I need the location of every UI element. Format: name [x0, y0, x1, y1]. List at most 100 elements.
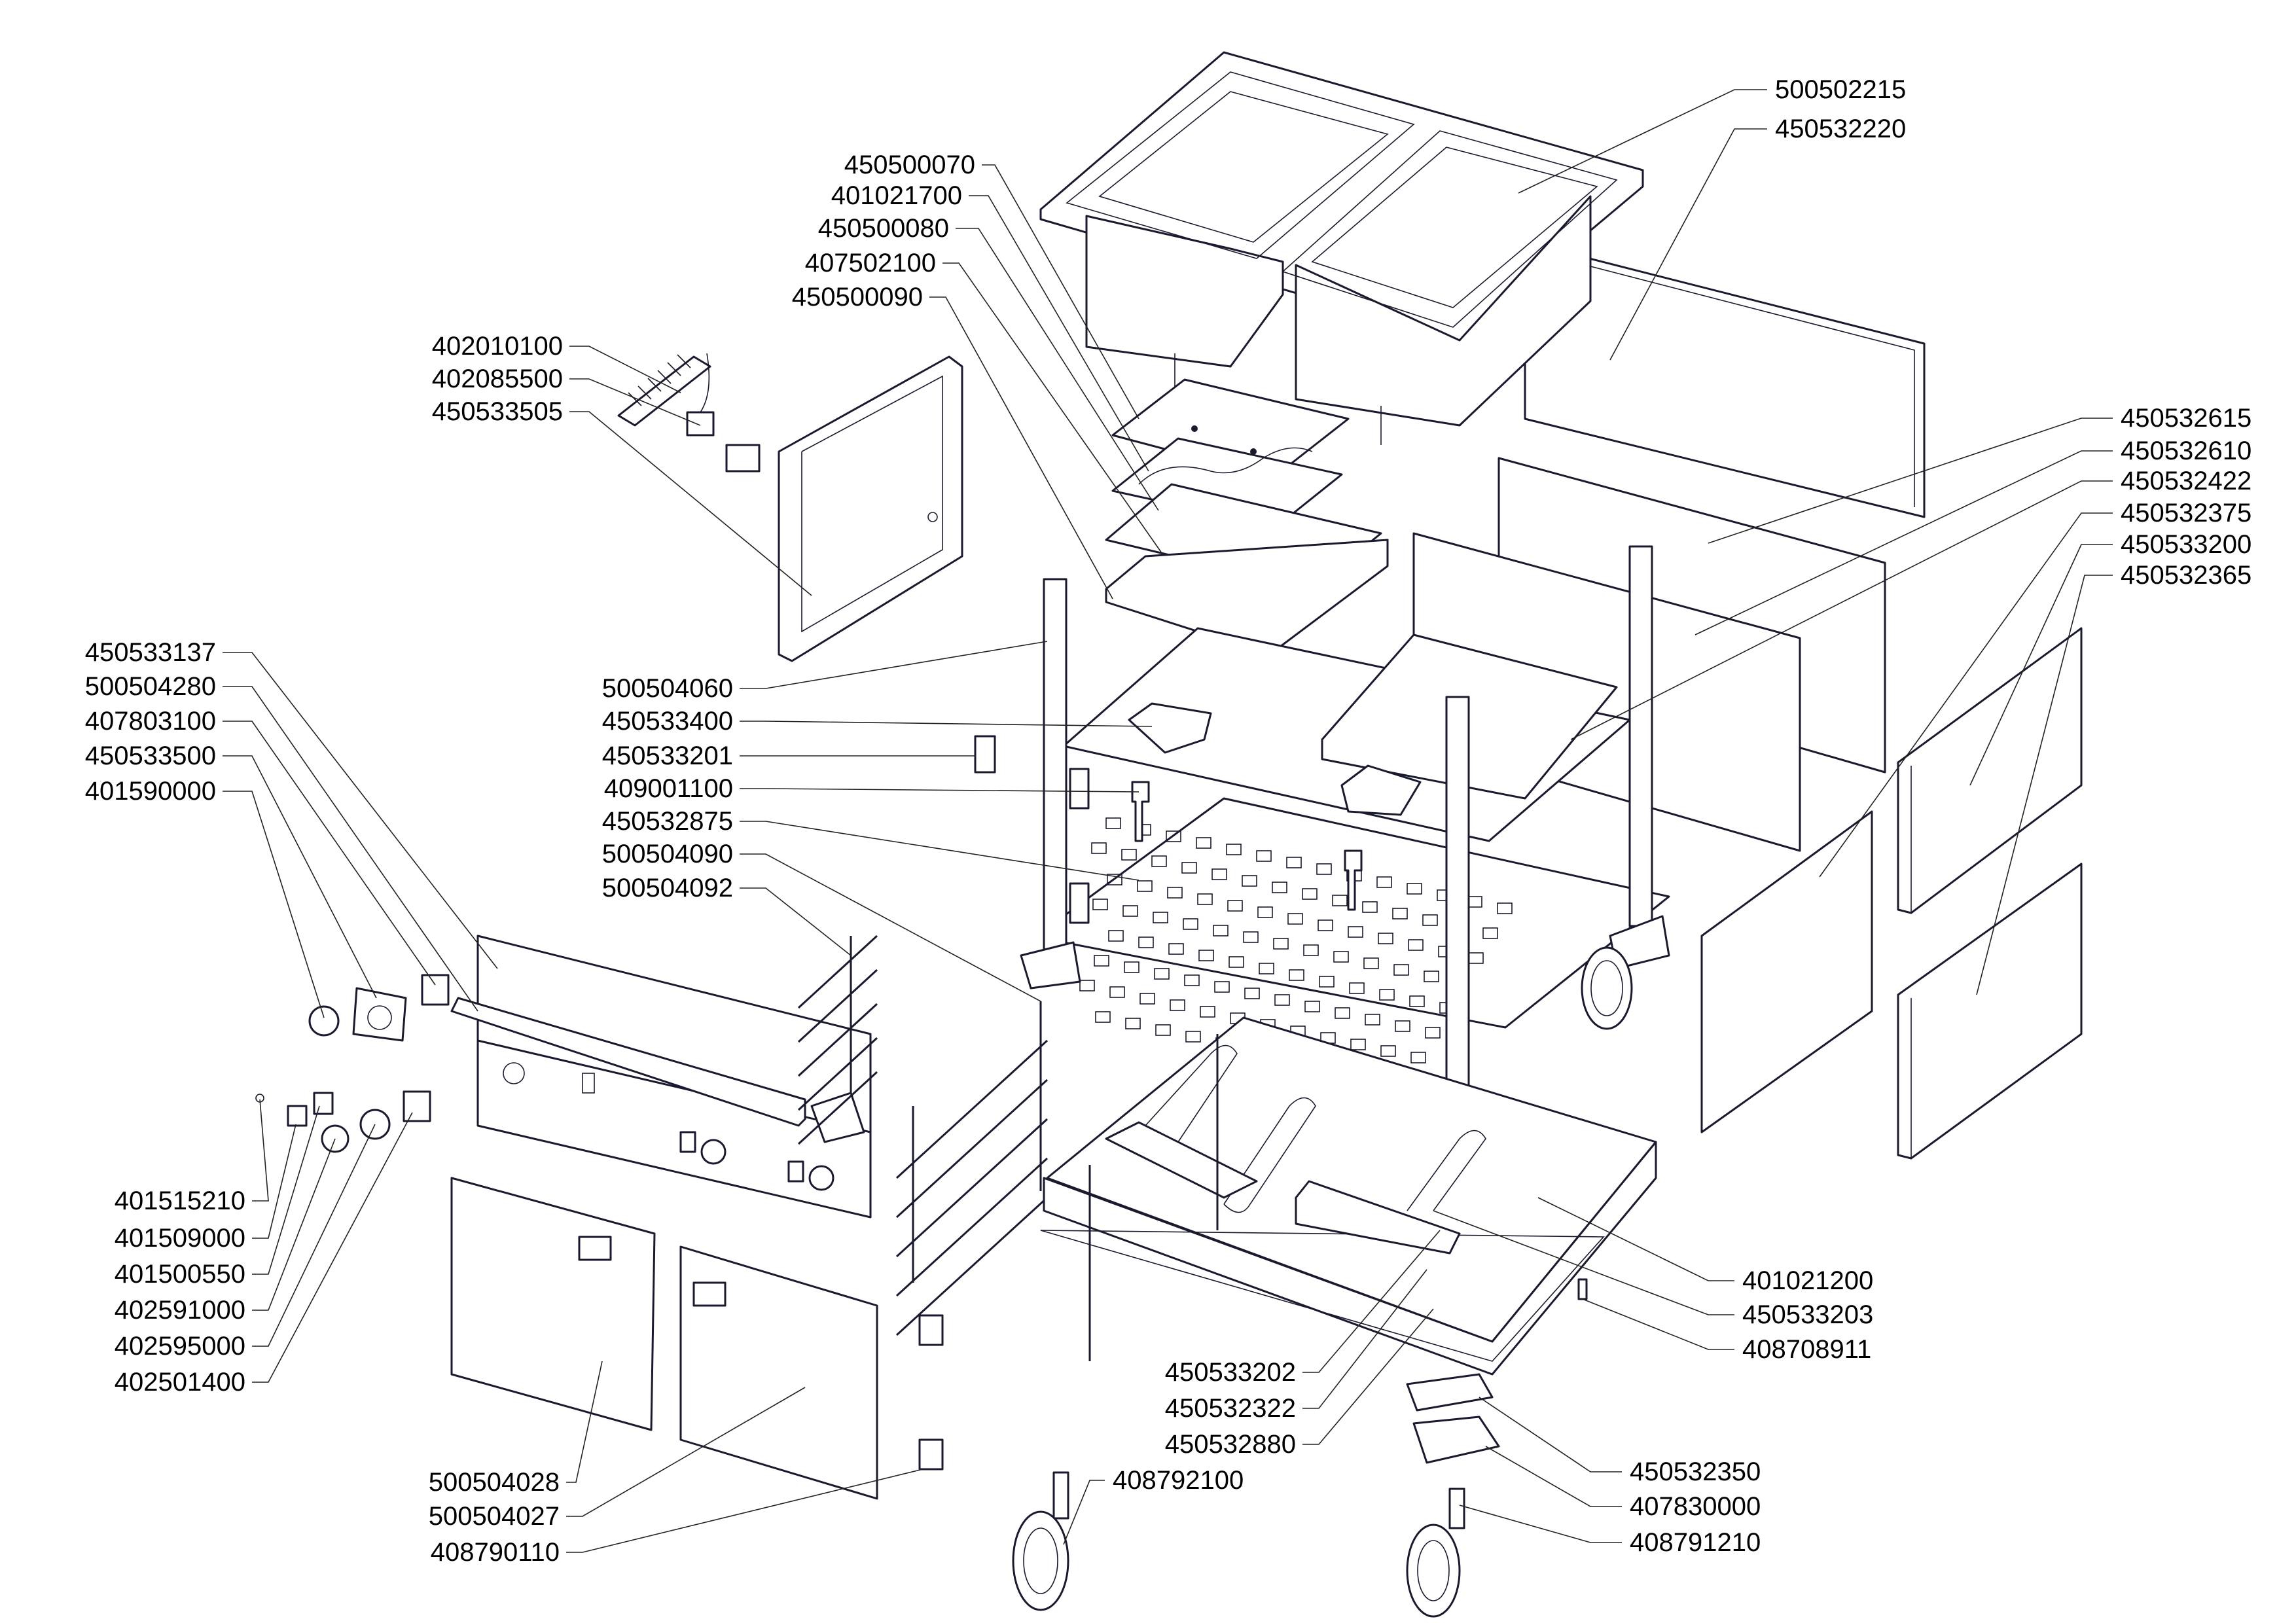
part-number-label: 450500070	[844, 151, 975, 179]
part-number-label: 450532610	[2121, 437, 2251, 465]
leader-line	[1302, 1230, 1441, 1373]
perforation	[1167, 887, 1183, 899]
perforation	[1155, 1024, 1171, 1036]
leader-line	[566, 1387, 806, 1517]
leader-line	[252, 1138, 336, 1311]
callout-right-lower-inner-panel: 450532375	[1819, 499, 2251, 878]
callout-left-door: 500504028	[429, 1361, 603, 1497]
perforation	[1257, 906, 1273, 918]
perforation	[1213, 925, 1229, 936]
perforation	[1109, 986, 1125, 998]
rack-rail	[797, 935, 878, 1009]
leader-line	[1976, 575, 2113, 995]
part-number-label: 450533203	[1742, 1300, 1873, 1329]
callout-hinge-bracket: 450533201	[602, 741, 975, 770]
perforation	[1184, 974, 1200, 986]
part-number-label: 450532422	[2121, 467, 2251, 495]
part-number-label: 409001100	[604, 774, 733, 803]
perforation	[1349, 982, 1365, 994]
perforation	[1095, 1011, 1111, 1023]
perforation	[1365, 1014, 1380, 1026]
perforation	[1125, 1018, 1141, 1029]
stud-bolt	[1577, 1278, 1588, 1300]
callout-element-bracket-right: 450533203	[1433, 1210, 1873, 1329]
callout-left-tray-rack: 500504092	[602, 874, 852, 956]
callout-cable-gland: 402085500	[432, 365, 701, 426]
part-number-label: 450533202	[1165, 1358, 1296, 1387]
perforation	[1482, 927, 1498, 939]
leader-line	[1570, 480, 2113, 740]
perforation	[1094, 955, 1109, 967]
perforation	[1181, 862, 1197, 874]
perforation	[1363, 957, 1379, 969]
callout-thermostat-bracket: 450533500	[85, 741, 377, 999]
part-number-label: 450532875	[602, 807, 733, 836]
leader-line	[969, 195, 1149, 472]
swivel-castor	[1406, 1488, 1465, 1618]
leader-line	[1302, 1308, 1434, 1445]
leader-line	[566, 1469, 924, 1553]
perforation	[1274, 994, 1290, 1006]
callout-lamp-bezel: 401509000	[115, 1124, 296, 1253]
part-number-label: 450532375	[2121, 499, 2251, 527]
perforation	[1272, 882, 1287, 893]
part-number-label: 401590000	[85, 777, 216, 806]
callout-right-door: 500504027	[429, 1387, 806, 1531]
perforation	[1497, 902, 1513, 914]
perforation	[1226, 844, 1242, 855]
perforation	[1286, 857, 1302, 868]
perforation	[1407, 883, 1422, 895]
callout-back-panel-top: 450532220	[1609, 115, 1906, 361]
leader-line	[252, 1124, 296, 1239]
callout-rear-inner-panel: 450532615	[1708, 404, 2251, 544]
callout-energy-regulator: 402501400	[115, 1112, 413, 1397]
perforation	[1304, 1001, 1320, 1012]
part-number-label: 401509000	[115, 1224, 245, 1253]
callout-right-well: 500502215	[1518, 75, 1906, 194]
perforation	[1335, 1007, 1350, 1019]
callout-right-tray: 450532422	[1570, 467, 2251, 740]
part-number-label: 500504092	[602, 874, 733, 902]
leader-line	[740, 788, 1139, 793]
part-number-label: 401021700	[831, 181, 962, 210]
perforation	[1211, 868, 1227, 880]
perforation	[1273, 938, 1289, 950]
callout-well-support-bracket: 450533400	[602, 707, 1153, 736]
callout-element-bracket-left: 450533202	[1165, 1230, 1441, 1387]
leader-line	[223, 791, 325, 1018]
frame-assembly	[974, 545, 1670, 1104]
callout-knob-bezel: 402595000	[115, 1124, 376, 1361]
perforation	[1379, 989, 1395, 1001]
callout-well-bottom-plate: 450500070	[844, 151, 1139, 419]
callout-base-plate: 450532880	[1165, 1308, 1434, 1459]
part-number-label: 450532880	[1165, 1430, 1296, 1459]
perforation	[1154, 968, 1170, 980]
braked-castor	[1012, 1471, 1069, 1611]
leader-line	[740, 641, 1048, 689]
leader-line	[569, 378, 701, 426]
rack-rail	[895, 1039, 1049, 1179]
drawing-layer	[255, 51, 2083, 1618]
callout-corner-bumper: 407830000	[1485, 1446, 1761, 1521]
perforation	[1350, 1039, 1366, 1050]
part-number-label: 408708911	[1742, 1335, 1871, 1364]
perforation	[1287, 913, 1303, 925]
leader-line	[1537, 1197, 1734, 1281]
perforation	[1105, 817, 1121, 829]
power-cord-assembly	[617, 353, 761, 473]
leader-line	[223, 721, 436, 986]
perforation	[1108, 930, 1124, 942]
perforation	[1091, 842, 1107, 854]
part-number-label: 450500080	[818, 214, 949, 243]
perforation	[1122, 905, 1138, 917]
perforation	[1303, 944, 1319, 956]
corner-bumper	[1412, 1416, 1500, 1464]
perforation	[1380, 1045, 1396, 1057]
part-number-label: 402595000	[115, 1332, 245, 1361]
well-heating-stack	[1105, 378, 1389, 656]
leader-line	[740, 821, 1139, 881]
leader-line	[1479, 1397, 1622, 1472]
part-number-label: 450500090	[792, 283, 923, 312]
part-number-label: 407830000	[1630, 1492, 1761, 1521]
